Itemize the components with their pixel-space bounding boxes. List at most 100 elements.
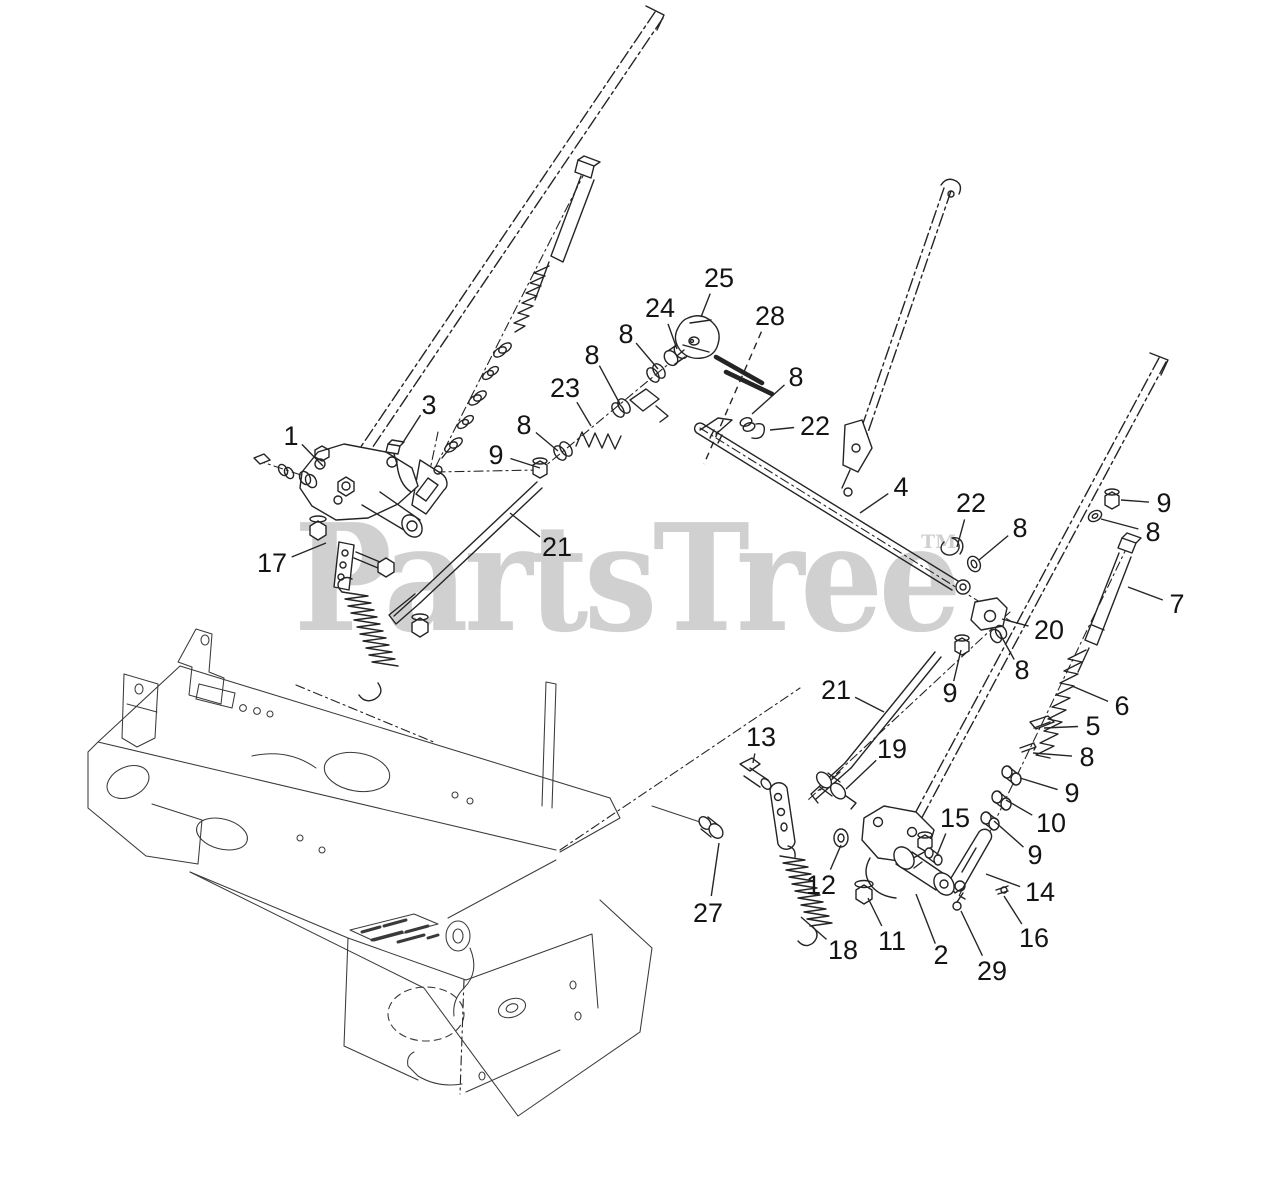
part-label-16: 16 (1019, 923, 1049, 953)
strap-spring-18 (698, 757, 833, 947)
leader-line (953, 649, 962, 682)
part-label-20: 20 (1034, 615, 1064, 645)
height-adjust-chain (532, 315, 720, 479)
part-label-9: 9 (1027, 840, 1042, 870)
part-label-5: 5 (1085, 711, 1100, 741)
leader-line (769, 426, 795, 431)
leader-line (598, 365, 621, 405)
part-label-15: 15 (940, 803, 970, 833)
spring-17 (337, 576, 399, 702)
part-label-27: 27 (693, 898, 723, 928)
leader-line (829, 844, 842, 870)
part-label-2: 2 (933, 940, 948, 970)
leader-line (667, 323, 678, 350)
lift-rod-21-left (388, 481, 543, 638)
part-label-8: 8 (1079, 742, 1094, 772)
leader-line (1127, 586, 1164, 601)
part-label-9: 9 (942, 678, 957, 708)
leader-line (999, 633, 1015, 660)
part-label-8: 8 (1014, 655, 1029, 685)
leader-line (510, 457, 541, 469)
part-label-29: 29 (977, 956, 1007, 986)
handle-phantom-right (903, 357, 1167, 839)
handle-tips (645, 5, 1169, 376)
leader-line (800, 916, 827, 940)
part-label-8: 8 (584, 340, 599, 370)
leader-line (710, 842, 720, 897)
leader-line (635, 342, 659, 370)
leader-line (978, 535, 1009, 561)
chevron-28 (713, 354, 775, 397)
handle-phantom-middle (858, 187, 952, 439)
leader-line (1071, 685, 1109, 703)
part-label-9: 9 (1156, 488, 1171, 518)
lift-rod-21-center (810, 651, 942, 810)
part-label-14: 14 (1025, 877, 1055, 907)
part-label-9: 9 (488, 440, 503, 470)
part-label-13: 13 (746, 722, 776, 752)
leader-line (1120, 499, 1150, 503)
part-label-25: 25 (704, 263, 734, 293)
bracket-1-assembly (253, 439, 423, 591)
leader-line (576, 401, 592, 427)
leader-line (1003, 895, 1023, 925)
part-label-17: 17 (257, 548, 287, 578)
leader-line (936, 833, 947, 856)
bolt-7-spring-6-stack (947, 532, 1142, 895)
part-label-24: 24 (645, 293, 675, 323)
leader-line (752, 753, 756, 764)
part-label-21: 21 (821, 675, 851, 705)
part-label-11: 11 (878, 926, 906, 956)
part-label-19: 19 (877, 734, 907, 764)
part-label-22: 22 (800, 411, 830, 441)
nut-washer-top-right (1087, 488, 1120, 523)
leader-line (301, 443, 324, 467)
part-label-4: 4 (893, 472, 908, 502)
part-label-3: 3 (421, 390, 436, 420)
leader-line (401, 414, 422, 445)
lift-rod-4 (693, 417, 1008, 656)
leader-line (1043, 725, 1079, 729)
frame-chassis (87, 628, 701, 1117)
part-label-1: 1 (283, 421, 298, 451)
part-label-8: 8 (1012, 513, 1027, 543)
leader-line (509, 512, 541, 538)
part-label-7: 7 (1169, 589, 1184, 619)
leader-line (993, 820, 1024, 848)
leader-line (1001, 618, 1029, 627)
leader-line (1100, 518, 1139, 530)
leader-line (859, 493, 889, 514)
leader-line (1019, 777, 1058, 791)
leader-line (915, 893, 936, 944)
part-label-6: 6 (1114, 691, 1129, 721)
leader-line (1005, 799, 1033, 816)
part-label-21: 21 (542, 532, 572, 562)
part-label-23: 23 (550, 373, 580, 403)
part-label-28: 28 (755, 301, 785, 331)
leader-line (751, 384, 785, 415)
leader-line (1032, 752, 1073, 757)
part-label-9: 9 (1064, 778, 1079, 808)
bolt-spring-assembly-top (411, 155, 601, 515)
leader-line (854, 696, 885, 713)
leader-line (845, 759, 877, 790)
part-label-8: 8 (618, 319, 633, 349)
leader-line (956, 519, 966, 548)
leader-line (703, 331, 763, 465)
leader-line (985, 873, 1021, 888)
part-label-10: 10 (1036, 808, 1066, 838)
part-label-8: 8 (1145, 517, 1160, 547)
leader-line (291, 542, 327, 558)
leader-line (700, 293, 711, 318)
handle-lever-middle (841, 419, 873, 497)
part-label-8: 8 (788, 362, 803, 392)
watermark-tm: TM (921, 531, 957, 553)
part-label-12: 12 (806, 870, 836, 900)
part-label-22: 22 (956, 488, 986, 518)
handle-phantom-left (332, 11, 664, 495)
leader-line (867, 897, 883, 927)
